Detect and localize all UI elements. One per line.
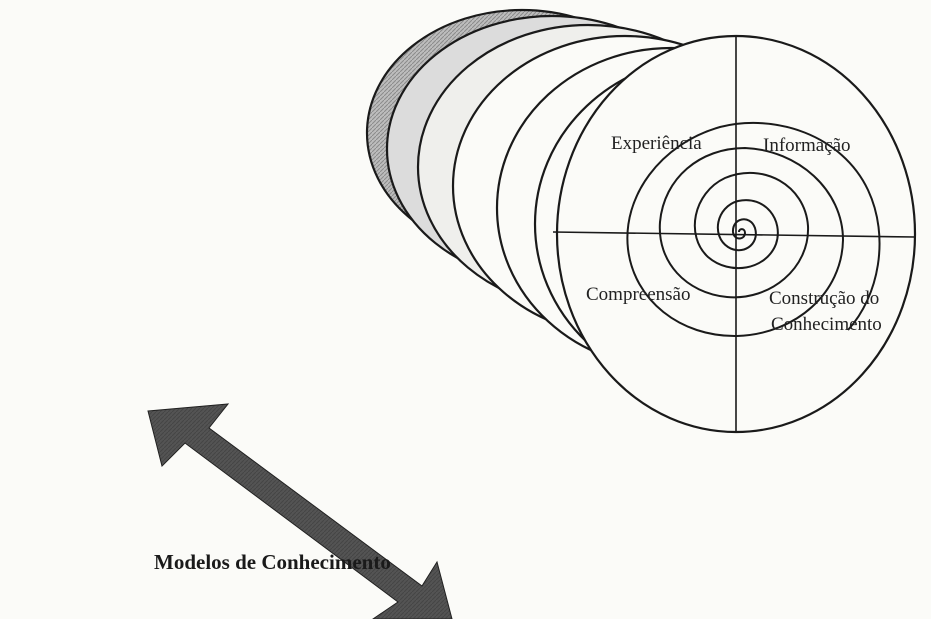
double-arrow-shade: [148, 404, 452, 619]
label-construcao-line1: Construção do: [769, 288, 879, 309]
label-construcao-line2: Conhecimento: [771, 314, 882, 335]
caption-modelos-de-conhecimento: Modelos de Conhecimento: [154, 550, 391, 575]
label-compreensao: Compreensão: [586, 284, 690, 305]
label-informacao: Informação: [763, 135, 851, 156]
disc-stack: [367, 10, 915, 432]
label-experiencia: Experiência: [611, 133, 702, 154]
